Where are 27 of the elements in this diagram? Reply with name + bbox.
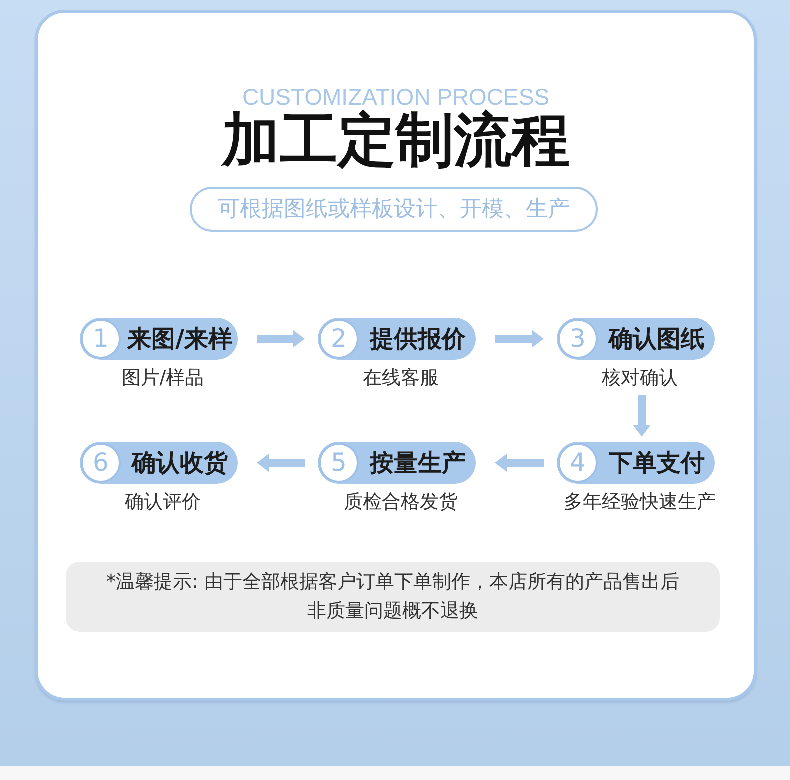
step-title: 确认图纸 (607, 324, 706, 355)
step-caption: 质检合格发货 (343, 490, 459, 514)
notice-box: *温馨提示: 由于全部根据客户订单下单制作，本店所有的产品售出后非质量问题概不退换 (66, 562, 720, 632)
step-title: 确认收货 (130, 448, 229, 479)
step-title: 提供报价 (368, 324, 467, 355)
title: 加工定制流程 (220, 107, 571, 173)
number-circle: 3 (558, 319, 598, 359)
arrow (257, 330, 305, 348)
number-circle: 4 (558, 443, 598, 483)
number-circle: 6 (81, 443, 121, 483)
arrow (257, 454, 305, 472)
number-circle: 2 (319, 319, 359, 359)
english-subtitle: CUSTOMIZATION PROCESS (241, 84, 551, 110)
arrow (495, 454, 544, 472)
step-caption: 图片/样品 (120, 366, 206, 390)
step-title: 来图/来样 (126, 324, 234, 355)
arrow (495, 330, 544, 348)
step-title: 下单支付 (608, 448, 706, 479)
arrow (633, 395, 651, 437)
step-caption: 多年经验快速生产 (563, 490, 717, 514)
step-caption: 确认评价 (124, 490, 202, 514)
step-title: 按量生产 (368, 448, 467, 479)
subtitle-pill: 可根据图纸或样板设计、开模、生产 (190, 187, 598, 232)
number-circle: 5 (319, 443, 359, 483)
number-circle: 1 (81, 319, 121, 359)
step-caption: 在线客服 (362, 366, 440, 390)
step-caption: 核对确认 (601, 366, 679, 390)
